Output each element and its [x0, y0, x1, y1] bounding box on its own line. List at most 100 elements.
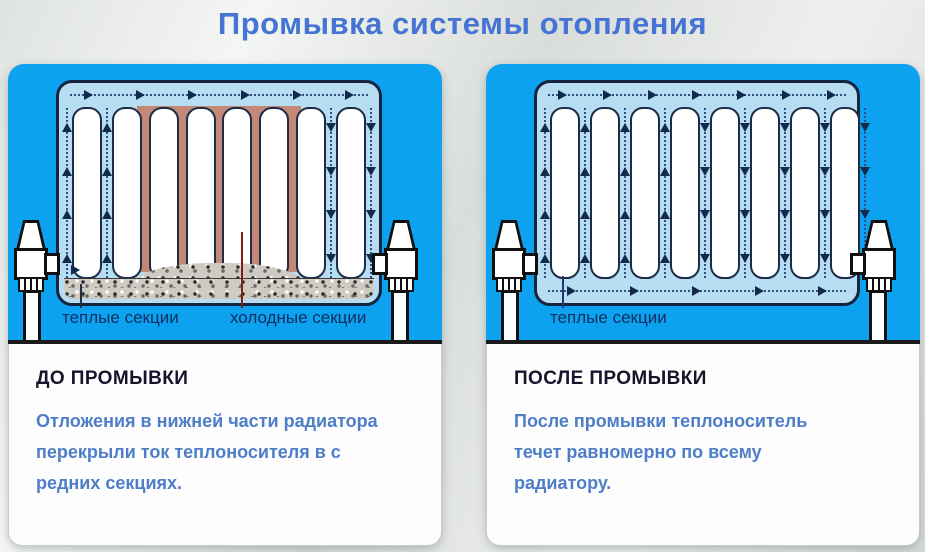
flow-arrow-down-icon: [860, 210, 870, 220]
flow-arrow-up-icon: [580, 253, 590, 263]
flow-arrow-down-icon: [740, 210, 750, 220]
panel-after: теплые секции ПОСЛЕ ПРОМЫВКИ После промы…: [486, 64, 920, 546]
flow-arrow-up-icon: [620, 166, 630, 176]
floor-line: [486, 340, 920, 344]
flow-arrow-up-icon: [62, 123, 72, 133]
flow-arrow-right-icon: [826, 90, 836, 100]
flow-channel: [252, 106, 259, 280]
flow-channel: [820, 106, 830, 280]
flow-arrow-down-icon: [325, 253, 336, 263]
valve-nipple: [850, 253, 866, 275]
flow-arrow-right-icon: [782, 90, 792, 100]
flow-arrow-down-icon: [740, 166, 750, 176]
flow-arrow-down-icon: [860, 123, 870, 133]
radiator-section: [72, 107, 102, 279]
flow-arrow-right-icon: [692, 286, 702, 296]
flow-arrow-up-icon: [540, 123, 550, 133]
flow-arrow-up-icon: [620, 253, 630, 263]
diagram-before: теплые секции холодные секции: [8, 64, 442, 342]
radiator-body: [540, 106, 870, 280]
flow-channel: [780, 106, 790, 280]
flow-arrow-right-icon: [647, 90, 657, 100]
flow-arrow-right-icon: [692, 90, 702, 100]
warm-sections-label: теплые секции: [62, 308, 179, 327]
flow-channel: [216, 106, 223, 280]
card-body-after: После промывки теплоноситель течет равно…: [514, 411, 808, 493]
radiator-before: [56, 80, 382, 306]
flow-arrow-down-icon: [820, 253, 830, 263]
flow-arrow-down-icon: [325, 123, 336, 133]
flow-arrow-down-icon: [365, 123, 376, 133]
valve-right-icon: [850, 220, 900, 342]
flow-arrow-right-icon: [557, 90, 567, 100]
flow-channel: [740, 106, 750, 280]
radiator-section: [590, 107, 620, 279]
flow-arrow-up-icon: [540, 166, 550, 176]
flow-arrow-down-icon: [740, 253, 750, 263]
flow-channel: [325, 106, 336, 280]
flow-arrow-up-icon: [540, 253, 550, 263]
flow-arrow-down-icon: [700, 166, 710, 176]
flow-arrow-up-icon: [580, 166, 590, 176]
flow-channel: [660, 106, 670, 280]
flow-arrow-right-icon: [71, 265, 80, 275]
flow-arrow-down-icon: [780, 166, 790, 176]
pointer-line-warm: [562, 276, 564, 308]
diagram-after: теплые секции: [486, 64, 920, 342]
valve-right-icon: [372, 220, 422, 342]
flow-channel: [179, 106, 186, 280]
top-flow-channel: [540, 84, 854, 106]
radiator-section: [112, 107, 142, 279]
flow-arrow-right-icon: [240, 90, 250, 100]
flow-arrow-up-icon: [580, 123, 590, 133]
flow-arrow-right-icon: [135, 90, 145, 100]
flow-arrow-right-icon: [602, 90, 612, 100]
radiator-section: [550, 107, 580, 279]
flow-arrow-up-icon: [540, 210, 550, 220]
radiator-section: [790, 107, 820, 279]
flow-arrow-right-icon: [818, 286, 828, 296]
flow-arrow-down-icon: [820, 210, 830, 220]
flow-arrow-down-icon: [700, 253, 710, 263]
floor-line: [8, 340, 442, 344]
radiator-section: [148, 107, 179, 279]
warm-sections-label: теплые секции: [550, 308, 667, 327]
flow-arrow-down-icon: [325, 166, 336, 176]
flow-arrow-right-icon: [345, 90, 355, 100]
info-card-before: ДО ПРОМЫВКИ Отложения в нижней части рад…: [8, 344, 442, 546]
top-flow-channel: [62, 84, 376, 106]
radiator-section: [750, 107, 780, 279]
card-heading-before: ДО ПРОМЫВКИ: [36, 368, 189, 389]
flow-arrow-right-icon: [629, 286, 639, 296]
flow-arrow-up-icon: [102, 123, 112, 133]
flow-arrow-up-icon: [660, 123, 670, 133]
flow-channel: [289, 106, 296, 280]
flow-arrow-down-icon: [820, 166, 830, 176]
flow-channel: [540, 106, 550, 280]
flow-arrow-down-icon: [780, 210, 790, 220]
radiator-section: [710, 107, 740, 279]
valve-body: [384, 248, 418, 280]
flow-arrow-down-icon: [325, 210, 336, 220]
valve-pipe: [391, 290, 409, 342]
sludge-deposits: [64, 278, 374, 299]
flow-arrow-up-icon: [620, 123, 630, 133]
valve-nipple: [44, 253, 60, 275]
flow-channel: [365, 106, 376, 280]
flow-arrow-up-icon: [102, 166, 112, 176]
flow-arrow-up-icon: [580, 210, 590, 220]
valve-nipple: [522, 253, 538, 275]
valve-nipple: [372, 253, 388, 275]
flow-arrow-down-icon: [740, 123, 750, 133]
flow-arrow-down-icon: [780, 123, 790, 133]
radiator-after: [534, 80, 870, 306]
valve-left-icon: [488, 220, 538, 342]
radiator-section: [295, 107, 326, 279]
flow-arrow-down-icon: [365, 253, 376, 263]
panel-before: теплые секции холодные секции ДО ПРОМЫВК…: [8, 64, 442, 546]
flow-channel: [620, 106, 630, 280]
bottom-flow-channel: [540, 280, 854, 302]
valve-pipe: [501, 290, 519, 342]
radiator-section: [335, 107, 366, 279]
radiator-section: [185, 107, 216, 279]
